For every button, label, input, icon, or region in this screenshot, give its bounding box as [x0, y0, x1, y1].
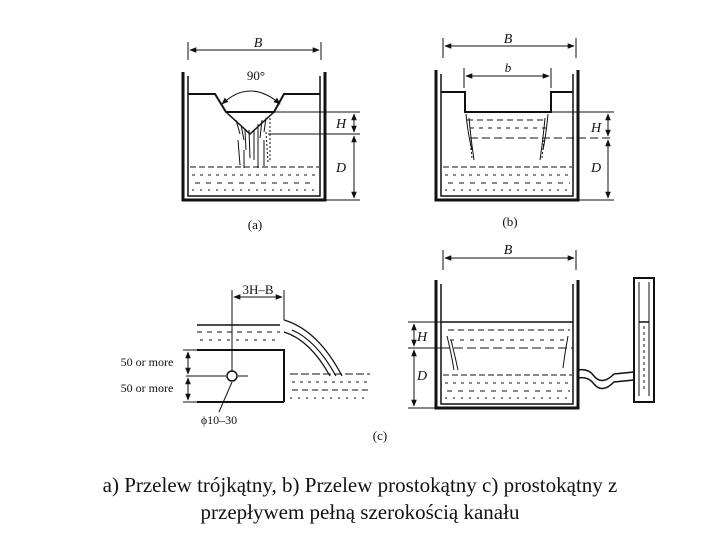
pressure-tap — [226, 370, 238, 382]
rectangular-notch-plate — [441, 91, 573, 113]
panel-c-front-view: B H D — [373, 243, 655, 443]
head-lines-a — [268, 111, 360, 201]
weir-diagram: B 90° H D — [121, 32, 655, 443]
downstream-water-a — [190, 166, 319, 191]
caption-line-2: przepływem pełną szerokością kanału — [200, 500, 520, 524]
manometer — [633, 277, 655, 403]
panel-b: B b H D — [434, 32, 614, 229]
upstream-water-c — [197, 324, 280, 341]
depth-label-b: D — [590, 161, 601, 176]
caption-line-1: a) Przelew trójkątny, b) Przelew prostok… — [102, 473, 618, 497]
width-label-c: B — [504, 243, 513, 258]
width-label-a: B — [254, 36, 263, 51]
diameter-label: ϕ10–30 — [201, 413, 237, 427]
head-lines-c — [408, 321, 441, 409]
head-label-c: H — [416, 330, 428, 345]
angle-arc — [221, 90, 281, 105]
width-label-b: B — [504, 32, 513, 47]
head-lines-b — [470, 111, 614, 201]
nappe-c-side — [283, 319, 343, 377]
angle-label: 90° — [247, 68, 265, 83]
water-c — [441, 321, 573, 399]
tap-height-dimensions — [183, 349, 200, 403]
downstream-water-c — [290, 373, 370, 399]
figure-caption: a) Przelew trójkątny, b) Przelew prostok… — [0, 472, 720, 526]
upper-dimension-label: 50 or more — [121, 355, 174, 369]
v-notch-edge — [225, 111, 275, 136]
crest-label-b: b — [505, 60, 512, 75]
panel-label-c: (c) — [373, 428, 387, 443]
panel-c-side-view: 3H–B 50 or mo — [121, 282, 370, 427]
dimension-crest-b — [463, 68, 552, 88]
nappe-a — [235, 117, 271, 168]
tank-b — [434, 70, 580, 202]
dimension-distance — [231, 290, 285, 372]
channel-floor-c — [197, 349, 285, 403]
head-label-b: H — [590, 121, 602, 136]
head-label-a: H — [335, 117, 347, 132]
distance-label: 3H–B — [242, 282, 273, 297]
tank-a — [181, 72, 327, 202]
depth-label-c: D — [416, 369, 427, 384]
lower-dimension-label: 50 or more — [121, 381, 174, 395]
nappe-b — [465, 113, 549, 161]
downstream-water-b — [443, 166, 572, 191]
depth-label-a: D — [335, 161, 346, 176]
v-notch-plate — [188, 93, 320, 113]
tank-c — [434, 280, 580, 410]
panel-label-b: (b) — [502, 214, 517, 229]
dimension-b-b — [442, 38, 577, 58]
panel-label-a: (a) — [248, 217, 262, 232]
dimension-b-a — [187, 42, 322, 60]
manometer-tube — [577, 368, 635, 390]
panel-a: B 90° H D — [181, 36, 360, 232]
dimension-b-c — [442, 250, 577, 270]
